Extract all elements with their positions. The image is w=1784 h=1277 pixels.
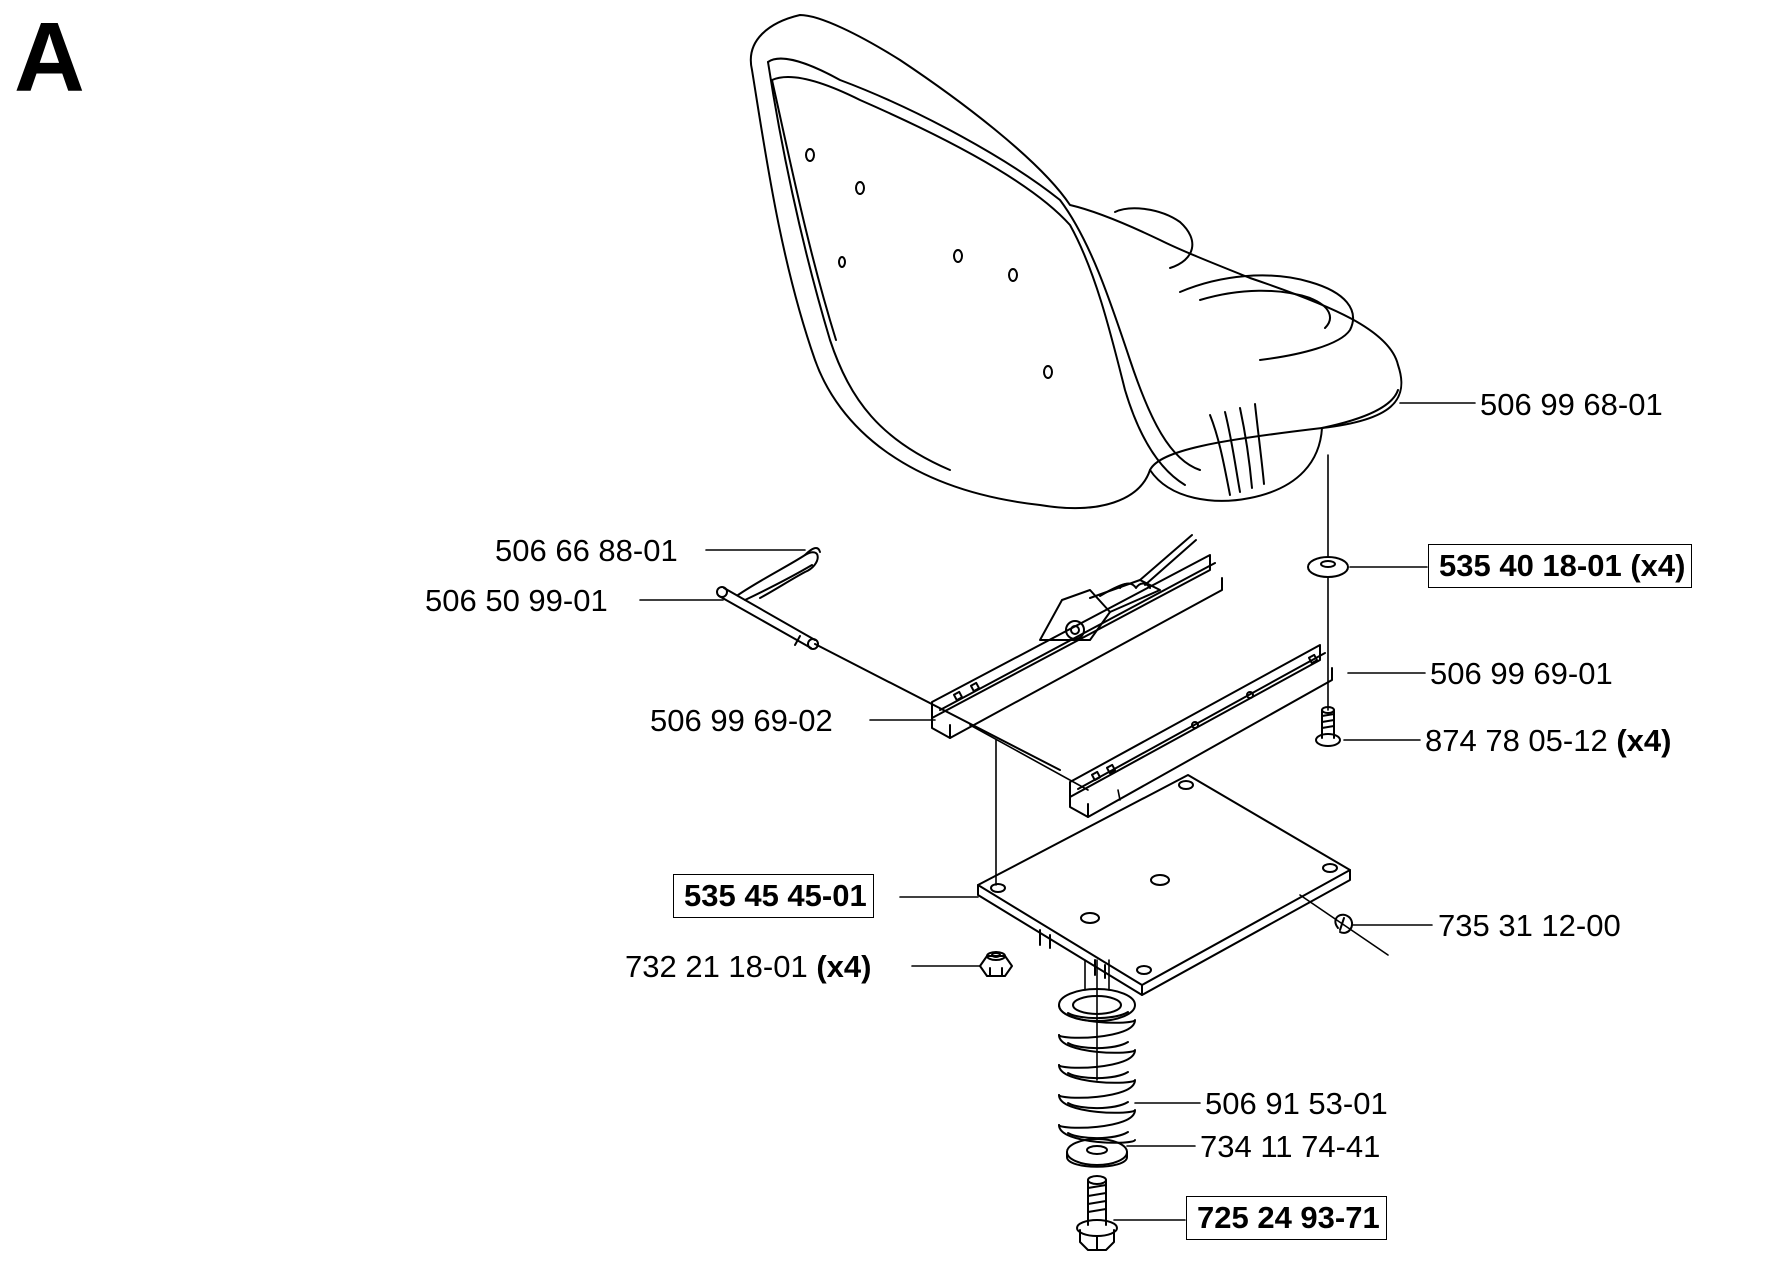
part-label-lock-washer: 735 31 12-00	[1438, 908, 1621, 943]
seat-drawing	[749, 14, 1403, 509]
pin-drawing	[716, 586, 1061, 771]
part-label-rail-right: 506 99 69-01	[1430, 656, 1613, 691]
part-label-lock-nut: 732 21 18-01 (x4)	[625, 949, 872, 984]
spring-drawing	[1058, 959, 1136, 1144]
hair-pin-drawing	[737, 547, 821, 601]
lock-nut-drawing	[979, 951, 1013, 977]
rail-screw-drawing	[1315, 706, 1341, 747]
spring-washer-drawing	[1066, 1138, 1128, 1168]
seat-washer-drawing	[1307, 556, 1349, 578]
section-letter: A	[14, 2, 85, 112]
part-label-base-plate: 535 45 45-01	[673, 874, 874, 918]
part-label-hair-pin: 506 66 88-01	[495, 533, 678, 568]
rail-right-drawing	[1069, 644, 1333, 818]
part-label-rail-left: 506 99 69-02	[650, 703, 833, 738]
part-label-seat: 506 99 68-01	[1480, 387, 1663, 422]
part-label-spring-washer: 734 11 74-41	[1200, 1129, 1381, 1164]
base-plate-drawing	[977, 774, 1389, 996]
part-label-spring: 506 91 53-01	[1205, 1086, 1388, 1121]
part-label-spring-bolt: 725 24 93-71	[1186, 1196, 1387, 1240]
part-label-pin: 506 50 99-01	[425, 583, 608, 618]
part-label-seat-washer: 535 40 18-01 (x4)	[1428, 544, 1693, 588]
spring-bolt-drawing	[1076, 1175, 1118, 1251]
lock-washer-drawing	[1334, 913, 1354, 934]
rail-left-drawing	[931, 534, 1223, 739]
callout-leaders	[639, 402, 1476, 1221]
part-label-rail-screw: 874 78 05-12 (x4)	[1425, 723, 1672, 758]
